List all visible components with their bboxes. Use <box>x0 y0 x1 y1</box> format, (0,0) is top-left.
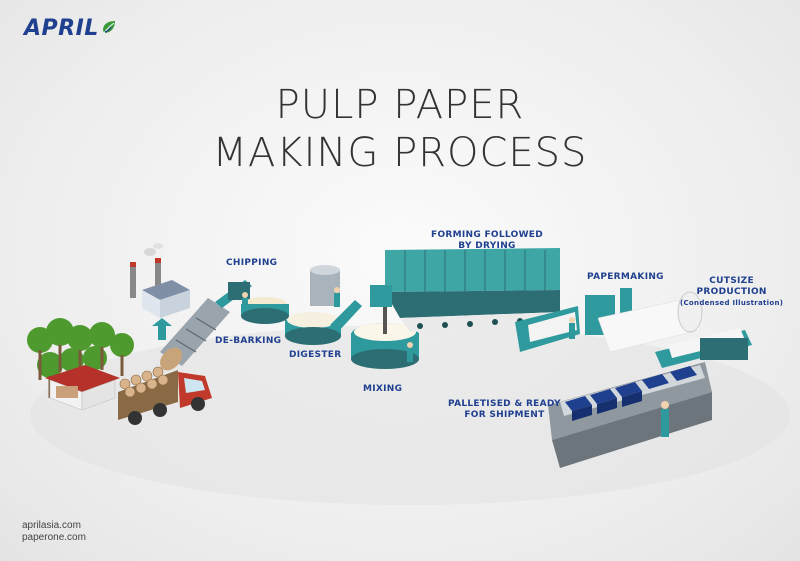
step-label-cutsize-line2: PRODUCTION <box>696 287 767 297</box>
digester <box>285 265 341 345</box>
paper-boxes <box>565 366 697 421</box>
step-label-cutsize-note: (Condensed Illustration) <box>680 299 784 307</box>
april-logo: APRIL <box>24 16 117 41</box>
step-label-papermaking: PAPERMAKING <box>587 272 664 282</box>
footer-links: aprilasia.com paperone.com <box>22 520 86 544</box>
arrow-up-icon <box>152 318 172 340</box>
step-label-forming: FORMING FOLLOWED BY DRYING <box>431 230 543 252</box>
papermaking-machine <box>515 288 703 353</box>
step-label-chipping: CHIPPING <box>226 258 278 268</box>
step-label-cutsize: CUTSIZE PRODUCTION (Condensed Illustrati… <box>680 276 783 309</box>
step-label-forming-line2: BY DRYING <box>458 241 516 251</box>
forest <box>27 318 134 411</box>
footer-link-paperone[interactable]: paperone.com <box>22 532 86 543</box>
step-label-digester: DIGESTER <box>289 350 342 360</box>
mixing-vat <box>330 300 419 369</box>
brand-name: APRIL <box>24 16 99 41</box>
step-label-palletised-line2: FOR SHIPMENT <box>464 410 545 420</box>
step-label-mixing: MIXING <box>363 384 403 394</box>
shed-roof <box>45 365 120 392</box>
leaf-icon <box>102 20 115 33</box>
pallet-conveyor <box>548 362 712 468</box>
factory <box>130 243 190 318</box>
forming-dryer <box>370 248 575 332</box>
step-label-palletised-line1: PALLETISED & READY <box>448 399 561 409</box>
worker <box>242 287 669 437</box>
page-title-line2: MAKING PROCESS <box>212 130 588 176</box>
footer-link-aprilasia[interactable]: aprilasia.com <box>22 520 81 531</box>
step-label-cutsize-line1: CUTSIZE <box>709 276 754 286</box>
chipper <box>215 280 289 324</box>
ground-shadow <box>30 325 790 505</box>
debarking-drum <box>160 298 230 371</box>
step-label-forming-line1: FORMING FOLLOWED <box>431 230 544 240</box>
step-label-palletised: PALLETISED & READY FOR SHIPMENT <box>448 399 561 421</box>
tree <box>27 318 134 378</box>
log-truck <box>118 366 212 425</box>
cutsize-machine <box>655 328 752 368</box>
step-label-debarking: DE-BARKING <box>215 336 282 346</box>
page-title-line1: PULP PAPER <box>275 82 525 128</box>
